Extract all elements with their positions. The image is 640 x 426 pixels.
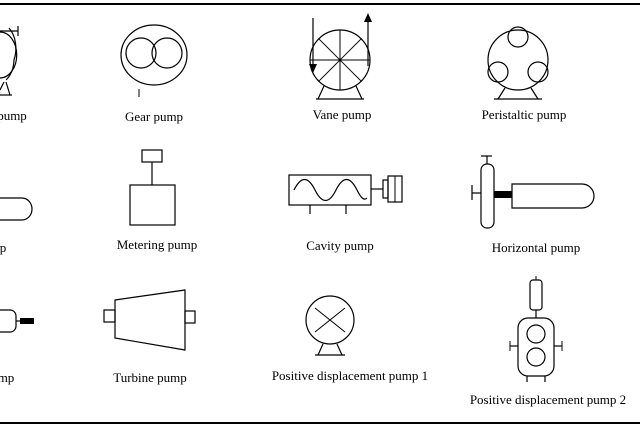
label-positive-displacement-pump-2: Positive displacement pump 2	[469, 392, 627, 407]
label-partial-pump-row2: p	[0, 240, 7, 255]
label-cavity-pump: Cavity pump	[306, 238, 374, 253]
label-positive-displacement-pump-1: Positive displacement pump 1	[271, 368, 429, 383]
gear-pump-icon	[120, 24, 188, 97]
label-partial-pump-row3: mp	[0, 370, 15, 385]
label-turbine-pump: Turbine pump	[113, 370, 187, 385]
cavity-pump-icon	[288, 174, 403, 214]
horizontal-pump-icon	[471, 155, 595, 229]
partial-pump-icon	[0, 309, 34, 333]
turbine-pump-icon	[103, 289, 196, 351]
positive-displacement-pump-2-icon	[509, 276, 563, 382]
label-gear-pump: Gear pump	[124, 109, 184, 124]
peristaltic-pump-icon	[487, 26, 549, 100]
positive-displacement-pump-1-icon	[305, 295, 355, 356]
label-metering-pump: Metering pump	[116, 237, 198, 252]
vane-pump-icon	[309, 13, 372, 100]
partial-pump-icon	[0, 197, 33, 221]
label-horizontal-pump: Horizontal pump	[491, 240, 581, 255]
label-partial-pump-row1: pump	[0, 108, 27, 123]
label-vane-pump: Vane pump	[312, 107, 372, 122]
label-peristaltic-pump: Peristaltic pump	[481, 107, 567, 122]
partial-pump-icon	[0, 26, 19, 96]
metering-pump-icon	[129, 149, 176, 226]
